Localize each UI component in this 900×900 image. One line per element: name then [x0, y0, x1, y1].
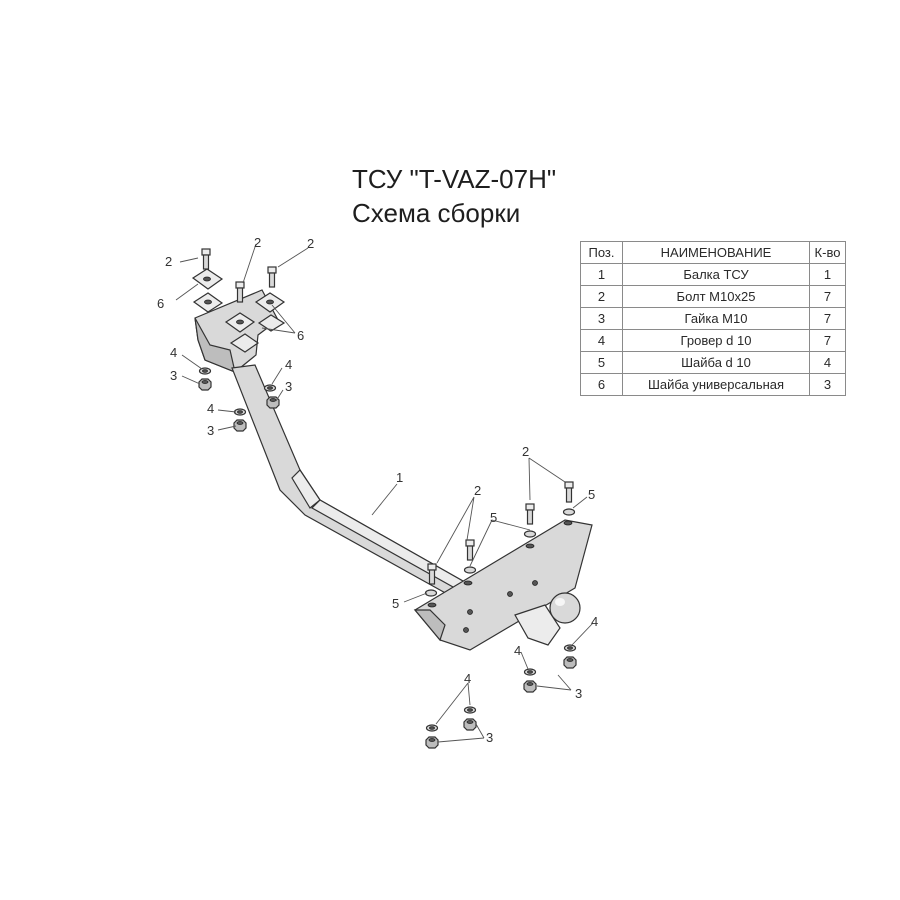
row-name: Гровер d 10 — [622, 329, 810, 352]
upper-bracket — [194, 289, 279, 373]
callout-bolt: 2 — [254, 235, 261, 250]
callout-bolt: 2 — [165, 254, 172, 269]
leader-lines — [175, 243, 594, 743]
universal-washer-group — [191, 268, 286, 353]
callout-nut: 3 — [170, 368, 177, 383]
title-model: ТСУ "T-VAZ-07H" — [352, 164, 557, 194]
lower-bolts — [424, 481, 576, 597]
callout-lock-washer: 4 — [464, 671, 471, 686]
tow-ball — [514, 592, 581, 646]
callout-lock-washer: 4 — [170, 345, 177, 360]
row-qty: 4 — [809, 351, 846, 374]
row-qty: 3 — [809, 373, 846, 396]
callout-beam: 1 — [396, 470, 403, 485]
callout-universal-washer: 6 — [157, 296, 164, 311]
row-name: Болт М10х25 — [622, 285, 810, 308]
callout-universal-washer: 6 — [297, 328, 304, 343]
callout-bolt: 2 — [522, 444, 529, 459]
parts-table: Поз. НАИМЕНОВАНИЕ К-во 1 Балка ТСУ 1 2 Б… — [580, 241, 846, 396]
callout-washer: 5 — [588, 487, 595, 502]
table-row: 6 Шайба универсальная 3 — [580, 373, 846, 396]
drawing-title: ТСУ "T-VAZ-07H" Схема сборки — [352, 162, 556, 230]
rear-plate — [413, 519, 593, 651]
callout-nut: 3 — [207, 423, 214, 438]
callout-washer: 5 — [392, 596, 399, 611]
callout-lock-washer: 4 — [285, 357, 292, 372]
callout-bolt: 2 — [307, 236, 314, 251]
callout-bolt: 2 — [474, 483, 481, 498]
table-row: 2 Болт М10х25 7 — [580, 285, 846, 308]
table-row: 1 Балка ТСУ 1 — [580, 263, 846, 286]
callout-nut: 3 — [575, 686, 582, 701]
title-subtitle: Схема сборки — [352, 198, 521, 228]
callout-lock-washer: 4 — [514, 643, 521, 658]
header-pos: Поз. — [580, 241, 623, 264]
callout-labels: 2 6 2 2 6 4 3 4 3 4 3 1 2 2 5 5 5 4 4 3 … — [157, 235, 598, 745]
callout-nut: 3 — [285, 379, 292, 394]
callout-lock-washer: 4 — [207, 401, 214, 416]
table-row: 5 Шайба d 10 4 — [580, 351, 846, 374]
row-name: Шайба d 10 — [622, 351, 810, 374]
callout-nut: 3 — [486, 730, 493, 745]
callout-washer: 5 — [490, 510, 497, 525]
parts-table-header: Поз. НАИМЕНОВАНИЕ К-во — [580, 241, 846, 264]
row-name: Шайба универсальная — [622, 373, 810, 396]
callout-lock-washer: 4 — [591, 614, 598, 629]
table-row: 4 Гровер d 10 7 — [580, 329, 846, 352]
